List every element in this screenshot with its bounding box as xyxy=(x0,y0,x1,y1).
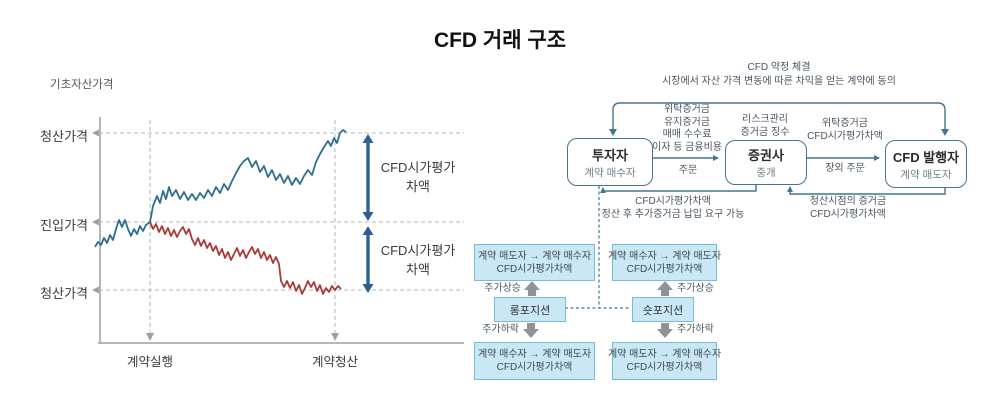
label-short-price-up: 주가상승 xyxy=(677,283,714,294)
long-down-result-box: 계약 매수자 → 계약 매도자 CFD시가평가차액 xyxy=(474,342,595,380)
label-investor-to-broker: 위탁증거금 유지증거금 매매 수수료 이자 등 금융비용 xyxy=(652,104,722,153)
x-label-contract-close: 계약청산 xyxy=(311,355,358,369)
label-broker-role: 리스크관리 증거금 징수 xyxy=(740,114,790,138)
price-up-arrow-icon xyxy=(524,281,540,296)
long-position-box: 롱포지션 xyxy=(494,297,566,322)
label-otc-order: 장외 주문 xyxy=(825,163,865,174)
broker-to-investor-arrow xyxy=(600,184,757,193)
down-arrow-icon xyxy=(941,129,949,136)
label-broker-to-issuer: 위탁증거금 CFD시가평가차액 xyxy=(807,118,883,142)
label-long-price-up: 주가상승 xyxy=(484,283,521,294)
down-arrow-icon xyxy=(146,333,154,341)
label-long-price-down: 주가하락 xyxy=(482,324,519,335)
label-short-price-down: 주가하락 xyxy=(677,324,714,335)
price-up-arrow-icon xyxy=(657,281,673,296)
agreement-bracket xyxy=(612,102,946,130)
x-label-contract-open: 계약실행 xyxy=(126,355,173,369)
label-issuer-to-broker: 청산시점의 증거금 CFD시가평가차액 xyxy=(809,196,887,220)
short-up-result-box: 계약 매수자 → 계약 매도자 CFD시가평가차액 xyxy=(608,244,721,281)
label-arrow-icon xyxy=(92,218,99,226)
short-position-box: 숏포지션 xyxy=(632,297,694,322)
page-title: CFD 거래 구조 xyxy=(433,29,567,52)
short-down-result-box: 계약 매도자 → 계약 매수자 CFD시가평가차액 xyxy=(608,342,721,380)
y-axis-title: 기초자산가격 xyxy=(50,79,114,91)
long-up-result-box: 계약 매도자 → 계약 매수자 CFD시가평가차액 xyxy=(474,244,595,281)
price-down-arrow-icon xyxy=(523,323,539,338)
price-chart xyxy=(92,117,464,344)
node-issuer: CFD 발행자 계약 매도자 xyxy=(885,140,967,188)
mtm-gap-label-upper: CFD시가평가 차액 xyxy=(380,160,456,194)
node-investor: 투자자 계약 매수자 xyxy=(567,138,653,186)
y-label-liquidation-lower: 청산가격 xyxy=(40,286,88,301)
price-series-group xyxy=(94,129,347,295)
mtm-gap-arrow-upper xyxy=(362,134,374,221)
y-label-entry: 진입가격 xyxy=(40,218,88,233)
mtm-gap-label-lower: CFD시가평가 차액 xyxy=(380,243,456,277)
label-arrow-icon xyxy=(92,129,99,137)
label-arrow-icon xyxy=(92,286,99,294)
price-down-arrow-icon xyxy=(657,323,673,338)
y-label-liquidation-upper: 청산가격 xyxy=(40,129,88,144)
node-broker: 증권사 중개 xyxy=(725,140,807,185)
label-broker-to-investor: CFD시가평가차액 정산 후 추가증거금 납입 요구 가능 xyxy=(601,196,745,220)
down-arrow-icon xyxy=(331,333,339,341)
label-order: 주문 xyxy=(678,165,698,176)
mtm-gap-arrow-lower xyxy=(362,226,374,293)
flow-connectors xyxy=(523,102,949,338)
underlying-price-down-path xyxy=(149,221,342,295)
issuer-to-broker-arrow xyxy=(787,186,946,195)
underlying-price-up-path xyxy=(94,129,347,248)
agreement-note-line1: CFD 약정 체결 xyxy=(747,62,811,73)
down-arrow-icon xyxy=(609,129,617,136)
agreement-note-line2: 시장에서 자산 가격 변동에 따른 차익을 얻는 계약에 동의 xyxy=(662,76,896,87)
